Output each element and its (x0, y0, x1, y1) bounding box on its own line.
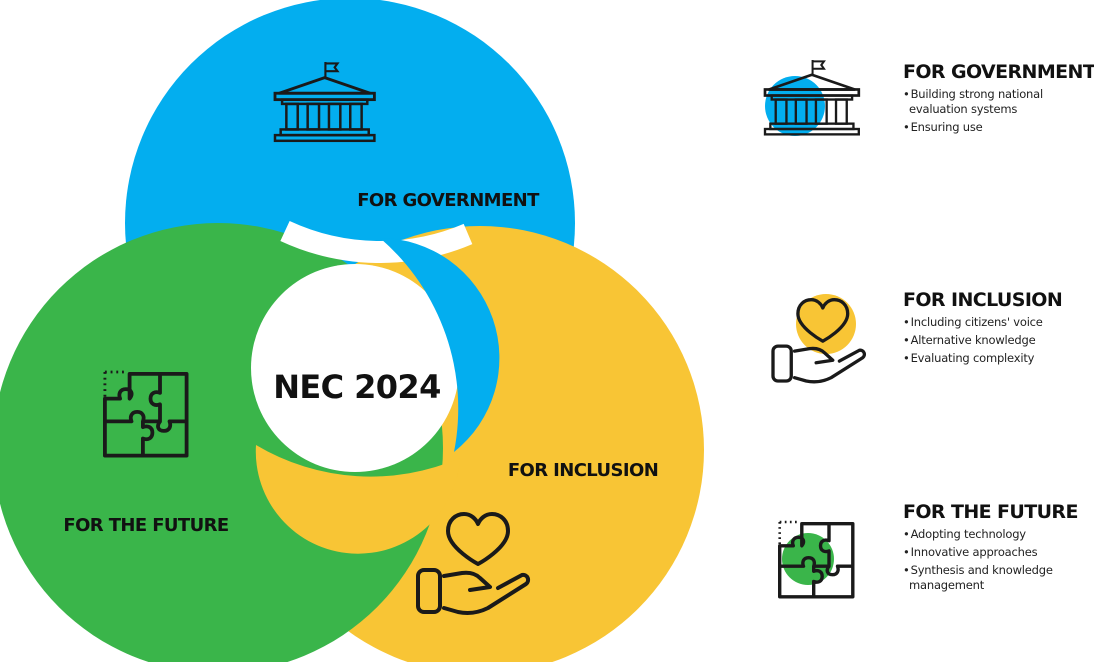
government-crescent (380, 238, 500, 452)
center-label: NEC 2024 (273, 368, 441, 406)
government-building-icon (763, 60, 861, 136)
future-circle-label: FOR THE FUTURE (63, 515, 228, 536)
heart-in-hand-icon (771, 294, 867, 384)
government-overlap-arc (280, 220, 473, 263)
legend-bullet: Building strong national evaluation syst… (903, 87, 1094, 117)
legend-title: FOR INCLUSION (903, 289, 1063, 311)
puzzle-icon (778, 520, 855, 599)
center-hole (251, 264, 459, 472)
government-circle-label: FOR GOVERNMENT (357, 190, 540, 211)
legend-bullet: Innovative approaches (903, 545, 1094, 560)
legend-title: FOR THE FUTURE (903, 501, 1078, 523)
legend-bullet: Synthesis and knowledge management (903, 563, 1094, 593)
legend-list: Including citizens' voice Alternative kn… (903, 315, 1094, 366)
legend-list: Adopting technology Innovative approache… (903, 527, 1094, 593)
legend-bullet: Adopting technology (903, 527, 1094, 542)
inclusion-circle-label: FOR INCLUSION (508, 460, 658, 481)
legend-list: Building strong national evaluation syst… (903, 87, 1094, 135)
legend-bullet: Alternative knowledge (903, 333, 1094, 348)
venn-diagram: NEC 2024 FOR GOVERNMENT FOR INCLUSION FO… (0, 0, 704, 662)
legend-title: FOR GOVERNMENT (903, 61, 1094, 83)
legend-bullet: Including citizens' voice (903, 315, 1094, 330)
legend-bullet: Evaluating complexity (903, 351, 1094, 366)
inclusion-crescent (255, 445, 460, 554)
legend-bullet: Ensuring use (903, 120, 1094, 135)
